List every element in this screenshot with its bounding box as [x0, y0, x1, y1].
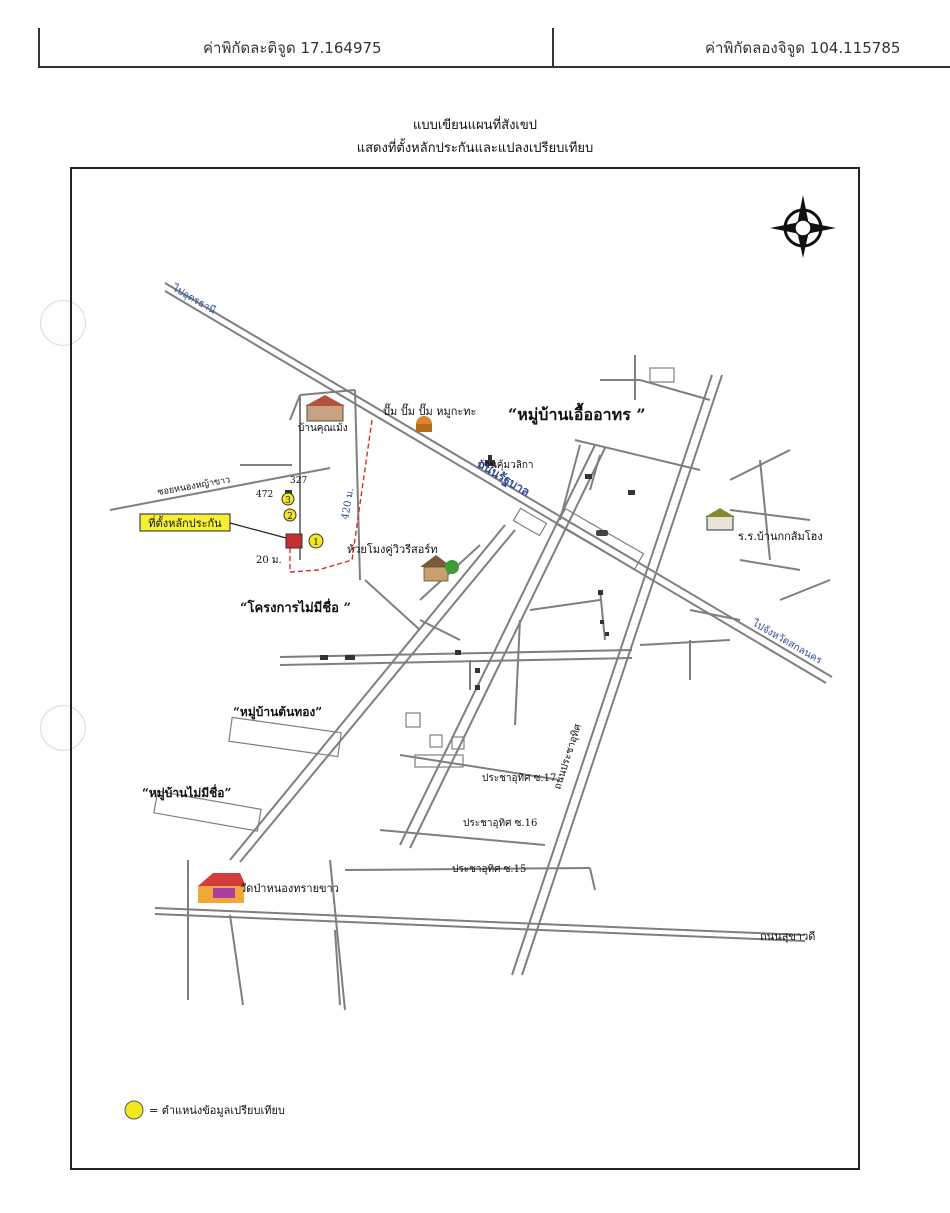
project-noname-label: “โครงการไม่มีชื่อ ”	[240, 598, 351, 616]
legend-marker-icon	[124, 1100, 144, 1120]
comparison-marker-1: 1	[313, 538, 319, 548]
school-label: ร.ร.บ้านกกส้มโฮง	[738, 529, 823, 543]
temple-label: วัดป่าหนองทรายขาว	[240, 882, 339, 895]
distance-20m-label: 20 ม.	[256, 555, 282, 566]
prachautit-15-label: ประชาอุทิศ ซ.15	[452, 864, 526, 875]
house-icons	[285, 455, 635, 690]
distance-420m-label: 420 ม.	[340, 487, 356, 520]
car-icon	[596, 530, 608, 536]
collateral-label: ที่ตั้งหลักประกัน	[148, 515, 222, 530]
ban-khun-icon	[305, 395, 345, 422]
ban-khun-label: บ้านคุณเม้ง	[298, 422, 348, 434]
coord-left-divider	[38, 28, 40, 66]
comparison-markers	[281, 492, 324, 549]
legend-text: = ตำแหน่งข้อมูลเปรียบเทียบ	[149, 1104, 285, 1117]
compass-icon	[770, 195, 836, 258]
map-frame	[70, 167, 860, 1170]
distance-path	[289, 419, 373, 573]
prachautit-17-label: ประชาอุทิศ ซ.17	[482, 773, 556, 784]
fuel-station-icon	[416, 416, 432, 432]
phum-walika-label: บ้านคุ้มวลิกา	[478, 459, 534, 471]
sukhawadee-road-label: ถนนสุขาวดี	[760, 930, 815, 943]
road-network	[109, 282, 833, 1011]
house-472-label: 472	[256, 490, 273, 500]
punch-hole-top	[40, 300, 86, 346]
resort-icon	[420, 555, 459, 582]
resort-label: ห้วยโมงคู่วิวรีสอร์ท	[347, 542, 438, 556]
fuel-station-label: ปั๊ม ปั๊ม ปั๊ม หมูกะทะ	[383, 403, 476, 418]
prachautit-16-label: ประชาอุทิศ ซ.16	[463, 818, 537, 829]
map-subtitle: แสดงที่ตั้งหลักประกันและแปลงเปรียบเทียบ	[356, 141, 594, 156]
coord-middle-divider	[552, 28, 554, 66]
punch-hole-bottom	[40, 705, 86, 751]
collateral-pointer	[229, 522, 287, 539]
map-title: แบบเขียนแผนที่สังเขป	[412, 118, 538, 133]
collateral-parcel	[285, 533, 303, 549]
longitude-value: ค่าพิกัดลองจิจูด 104.115785	[705, 39, 901, 57]
coordinate-bar	[38, 0, 950, 68]
temple-icon	[198, 873, 246, 903]
latitude-value: ค่าพิกัดละติจูด 17.164975	[203, 39, 382, 57]
comparison-marker-2: 2	[287, 512, 293, 522]
village-ueaathon-label: “หมู่บ้านเอื้ออาทร ”	[508, 402, 646, 426]
school-icon	[705, 508, 735, 531]
collateral-label-box	[139, 513, 231, 532]
road-hatching	[153, 367, 675, 832]
house-327-label: 327	[290, 476, 307, 486]
village-tonthong-label: “หมู่บ้านต้นทอง”	[233, 705, 322, 720]
village-noname-label: “หมู่บ้านไม่มีชื่อ”	[142, 784, 231, 801]
prachautit-road-label: ถนนประชาอุทิศ	[552, 722, 584, 791]
comparison-marker-3: 3	[285, 496, 291, 506]
